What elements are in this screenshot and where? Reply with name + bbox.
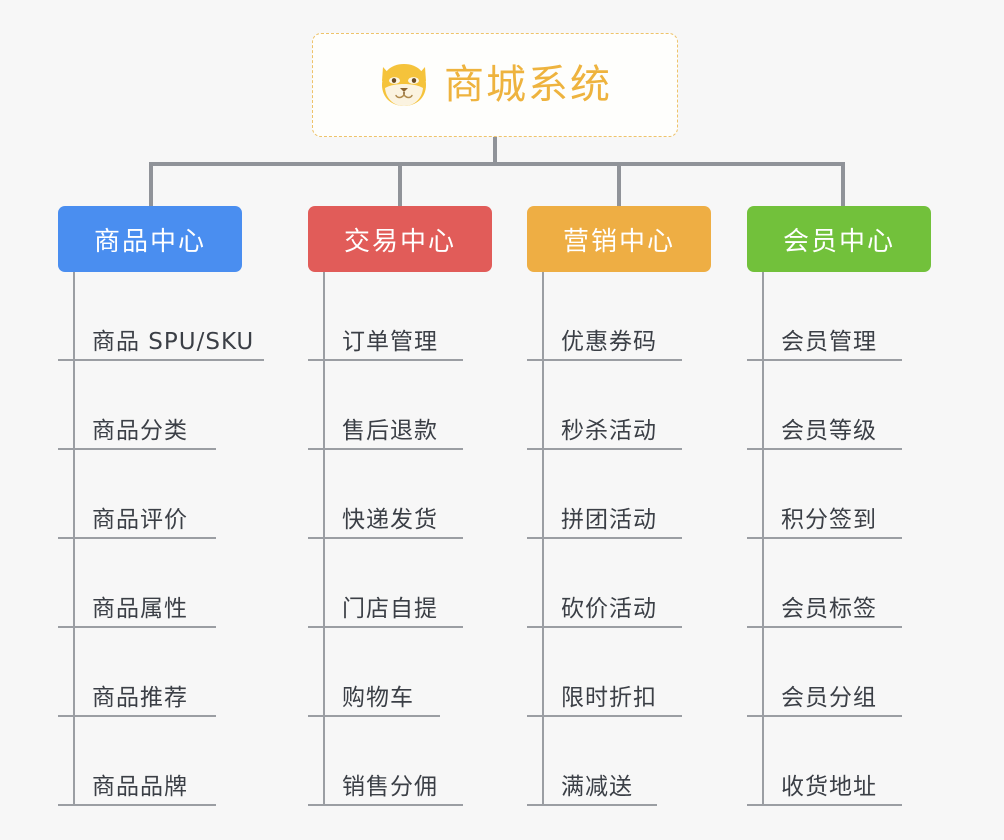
leaf-label: 砍价活动 — [561, 595, 657, 622]
leaf-item[interactable]: 会员管理 — [747, 272, 902, 361]
leaf-label: 会员等级 — [781, 417, 877, 444]
leaf-label: 会员分组 — [781, 684, 877, 711]
leaf-item[interactable]: 砍价活动 — [527, 539, 682, 628]
leaf-item[interactable]: 商品评价 — [58, 450, 216, 539]
root-node[interactable]: 商城系统 — [312, 33, 678, 137]
root-title: 商城系统 — [444, 62, 612, 108]
leaf-item[interactable]: 优惠券码 — [527, 272, 682, 361]
leaf-label: 门店自提 — [342, 595, 438, 622]
leaf-label: 商品评价 — [92, 506, 188, 533]
branch-product-center: 商品中心 商品 SPU/SKU 商品分类 商品评价 商品属性 商品推荐 商品品牌 — [58, 206, 264, 806]
leaf-item[interactable]: 门店自提 — [308, 539, 463, 628]
leaf-label: 销售分佣 — [342, 773, 438, 800]
leaf-list-marketing-center: 优惠券码 秒杀活动 拼团活动 砍价活动 限时折扣 满减送 — [527, 272, 682, 806]
leaf-item[interactable]: 商品推荐 — [58, 628, 216, 717]
category-title: 交易中心 — [343, 226, 456, 257]
connector-drop-member-center — [841, 162, 845, 208]
leaf-label: 商品 SPU/SKU — [92, 328, 255, 355]
branch-marketing-center: 营销中心 优惠券码 秒杀活动 拼团活动 砍价活动 限时折扣 满减送 — [527, 206, 711, 806]
leaf-item[interactable]: 会员等级 — [747, 361, 902, 450]
leaf-item[interactable]: 收货地址 — [747, 717, 902, 806]
leaf-item[interactable]: 拼团活动 — [527, 450, 682, 539]
leaf-label: 订单管理 — [342, 328, 438, 355]
shiba-dog-emoji-icon — [378, 61, 430, 109]
leaf-label: 满减送 — [561, 773, 633, 800]
leaf-item[interactable]: 商品属性 — [58, 539, 216, 628]
connector-drop-trade-center — [398, 162, 402, 208]
branch-trade-center: 交易中心 订单管理 售后退款 快递发货 门店自提 购物车 销售分佣 — [308, 206, 492, 806]
leaf-label: 秒杀活动 — [561, 417, 657, 444]
leaf-item[interactable]: 快递发货 — [308, 450, 463, 539]
leaf-label: 商品品牌 — [92, 773, 188, 800]
leaf-item[interactable]: 商品品牌 — [58, 717, 216, 806]
connector-root-stem — [493, 137, 497, 165]
category-header-member-center[interactable]: 会员中心 — [747, 206, 931, 272]
branch-trunk-line — [73, 272, 75, 806]
leaf-item[interactable]: 商品分类 — [58, 361, 216, 450]
connector-horizontal-bus — [149, 162, 845, 166]
leaf-label: 拼团活动 — [561, 506, 657, 533]
leaf-list-trade-center: 订单管理 售后退款 快递发货 门店自提 购物车 销售分佣 — [308, 272, 463, 806]
category-header-trade-center[interactable]: 交易中心 — [308, 206, 492, 272]
leaf-label: 收货地址 — [781, 773, 877, 800]
category-title: 营销中心 — [562, 226, 675, 257]
branch-member-center: 会员中心 会员管理 会员等级 积分签到 会员标签 会员分组 收货地址 — [747, 206, 931, 806]
leaf-item[interactable]: 购物车 — [308, 628, 440, 717]
leaf-label: 商品分类 — [92, 417, 188, 444]
category-header-marketing-center[interactable]: 营销中心 — [527, 206, 711, 272]
leaf-item[interactable]: 限时折扣 — [527, 628, 682, 717]
leaf-label: 快递发货 — [342, 506, 438, 533]
leaf-item[interactable]: 积分签到 — [747, 450, 902, 539]
leaf-list-product-center: 商品 SPU/SKU 商品分类 商品评价 商品属性 商品推荐 商品品牌 — [58, 272, 264, 806]
category-header-product-center[interactable]: 商品中心 — [58, 206, 242, 272]
leaf-list-member-center: 会员管理 会员等级 积分签到 会员标签 会员分组 收货地址 — [747, 272, 902, 806]
leaf-item[interactable]: 订单管理 — [308, 272, 463, 361]
leaf-item[interactable]: 销售分佣 — [308, 717, 463, 806]
leaf-item[interactable]: 秒杀活动 — [527, 361, 682, 450]
leaf-label: 会员管理 — [781, 328, 877, 355]
connector-drop-marketing-center — [617, 162, 621, 208]
leaf-label: 优惠券码 — [561, 328, 657, 355]
connector-drop-product-center — [149, 162, 153, 208]
leaf-label: 限时折扣 — [561, 684, 657, 711]
leaf-label: 商品属性 — [92, 595, 188, 622]
leaf-label: 会员标签 — [781, 595, 877, 622]
leaf-item[interactable]: 售后退款 — [308, 361, 463, 450]
branch-trunk-line — [542, 272, 544, 806]
category-title: 会员中心 — [782, 226, 895, 257]
leaf-item[interactable]: 会员分组 — [747, 628, 902, 717]
leaf-item[interactable]: 满减送 — [527, 717, 657, 806]
leaf-item[interactable]: 会员标签 — [747, 539, 902, 628]
leaf-item[interactable]: 商品 SPU/SKU — [58, 272, 264, 361]
leaf-label: 积分签到 — [781, 506, 877, 533]
branch-trunk-line — [323, 272, 325, 806]
category-title: 商品中心 — [93, 226, 206, 257]
branch-trunk-line — [762, 272, 764, 806]
leaf-label: 商品推荐 — [92, 684, 188, 711]
leaf-label: 购物车 — [342, 684, 414, 711]
leaf-label: 售后退款 — [342, 417, 438, 444]
